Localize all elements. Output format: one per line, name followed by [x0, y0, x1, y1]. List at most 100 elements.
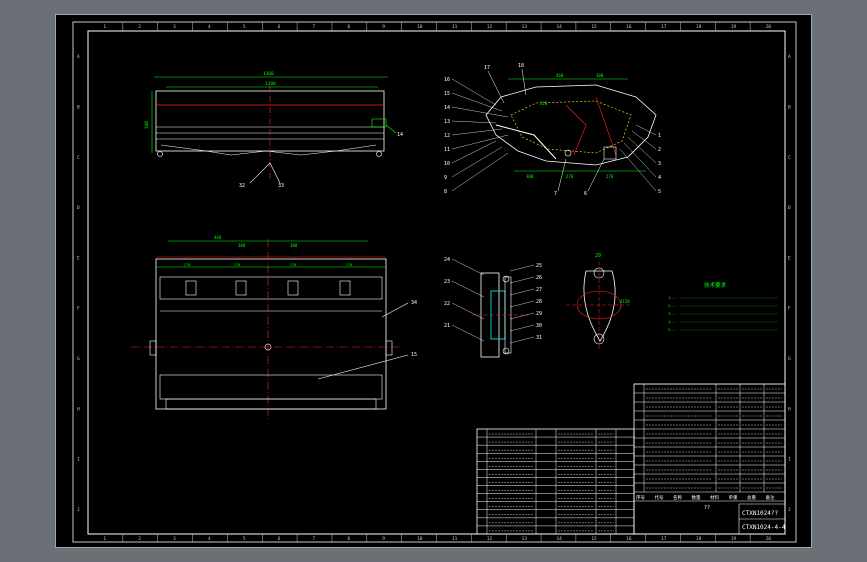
- border-col-bottom-7: 7: [313, 536, 316, 542]
- border-col-7: 7: [313, 24, 316, 30]
- header-cell-4: 材料: [710, 494, 719, 501]
- section-callout-left-14: 14: [444, 105, 450, 111]
- section-callout-left-11: 11: [444, 147, 450, 153]
- drawing-subcode: CTXN1024-4-4: [742, 524, 786, 531]
- border-col-15: 15: [591, 24, 597, 30]
- plan-dim-5: 270: [290, 263, 296, 267]
- dim-inner: 1200: [265, 81, 276, 87]
- border-row-H: H: [77, 406, 80, 412]
- border-col-6: 6: [278, 24, 281, 30]
- section-callout-left-10: 10: [444, 161, 450, 167]
- note-item-3: 4. ...: [668, 319, 676, 324]
- border-col-bottom-20: 20: [766, 536, 772, 542]
- detail-leader: [509, 288, 535, 296]
- technical-notes: 技术要求 1. ...2. ...3. ...4. ...5. ...: [668, 281, 778, 332]
- header-cell-3: 数量: [692, 494, 701, 501]
- section-callout-left-16: 16: [444, 77, 450, 83]
- detail-callout-right-28: 28: [536, 299, 542, 305]
- section-leader: [619, 148, 657, 192]
- border-col-10: 10: [417, 24, 423, 30]
- plan-dim-6: 270: [346, 263, 352, 267]
- section-leader: [451, 140, 497, 164]
- header-cell-7: 备注: [766, 494, 775, 501]
- border-col-bottom-16: 16: [626, 536, 632, 542]
- sec-dim-5: 210: [540, 101, 548, 106]
- drawing-inner-frame: [87, 30, 786, 535]
- plan-dim-2: 380: [290, 243, 298, 248]
- section-leader: [635, 124, 657, 136]
- sec-dim-1: 300: [596, 73, 604, 78]
- section-leader: [631, 130, 657, 150]
- header-cell-5: 单重: [729, 494, 738, 501]
- sec-dim-4: 270: [606, 174, 614, 179]
- plan-view: 440 380 380 270 270 270 270 34 15: [131, 235, 417, 420]
- plan-dim-1: 380: [238, 243, 246, 248]
- border-row-right-G: G: [788, 356, 791, 362]
- plan-dim-0: 440: [214, 235, 222, 240]
- mark-text: ??: [704, 505, 710, 511]
- border-row-right-A: A: [788, 54, 791, 60]
- section-leader: [451, 92, 503, 112]
- detail-leader: [451, 302, 485, 320]
- section-callout-left-9: 9: [444, 175, 447, 181]
- section-callout-right-3: 3: [658, 161, 661, 167]
- plan-dim-4: 270: [234, 263, 240, 267]
- plan-dim-3: 270: [184, 263, 190, 267]
- border-col-12: 12: [487, 24, 493, 30]
- border-col-bottom-4: 4: [208, 536, 211, 542]
- callout-17: 17: [484, 65, 490, 71]
- border-row-I: I: [77, 457, 80, 463]
- detail-callout-right-31: 31: [536, 335, 542, 341]
- callout-14: 14: [397, 132, 403, 138]
- note-item-0: 1. ...: [668, 295, 676, 300]
- border-row-B: B: [77, 104, 80, 110]
- detail-leader: [509, 300, 535, 308]
- border-col-bottom-18: 18: [696, 536, 702, 542]
- border-col-bottom-9: 9: [382, 536, 385, 542]
- section-leader: [451, 106, 509, 118]
- callout-6: 6: [584, 191, 587, 197]
- border-col-9: 9: [382, 24, 385, 30]
- border-row-right-I: I: [788, 457, 791, 463]
- section-callout-left-12: 12: [444, 133, 450, 139]
- cross-section-view: 460 300 300 270 270 210 1615141312111098…: [444, 63, 661, 197]
- section-leader: [451, 152, 509, 192]
- detail-leader: [509, 276, 535, 284]
- detail-callout-right-30: 30: [536, 323, 542, 329]
- section-leader: [451, 78, 497, 106]
- border-row-C: C: [77, 155, 80, 161]
- callout-7: 7: [554, 191, 557, 197]
- detail-callout-left-23: 23: [444, 279, 450, 285]
- border-row-J: J: [77, 507, 80, 513]
- section-leader: [451, 134, 509, 150]
- callout-18: 18: [518, 63, 524, 69]
- border-col-5: 5: [243, 24, 246, 30]
- border-col-19: 19: [731, 24, 737, 30]
- notes-title: 技术要求: [704, 281, 727, 289]
- border-col-1: 1: [103, 24, 106, 30]
- section-callout-left-13: 13: [444, 119, 450, 125]
- border-col-bottom-11: 11: [452, 536, 458, 542]
- border-col-bottom-8: 8: [347, 536, 350, 542]
- detail-leader: [509, 264, 535, 272]
- border-col-bottom-17: 17: [661, 536, 667, 542]
- note-item-4: 5. ...: [668, 327, 676, 332]
- note-item-1: 2. ...: [668, 303, 676, 308]
- detail-leader: [509, 312, 535, 320]
- border-col-bottom-10: 10: [417, 536, 423, 542]
- detail-leader: [509, 324, 535, 332]
- border-col-18: 18: [696, 24, 702, 30]
- section-leader: [451, 146, 503, 178]
- dim-height: 340: [144, 121, 150, 129]
- callout-15-plan: 15: [411, 352, 417, 358]
- border-col-bottom-14: 14: [556, 536, 562, 542]
- header-cell-6: 总重: [747, 494, 756, 501]
- border-col-14: 14: [556, 24, 562, 30]
- header-cell-2: 名称: [673, 494, 682, 501]
